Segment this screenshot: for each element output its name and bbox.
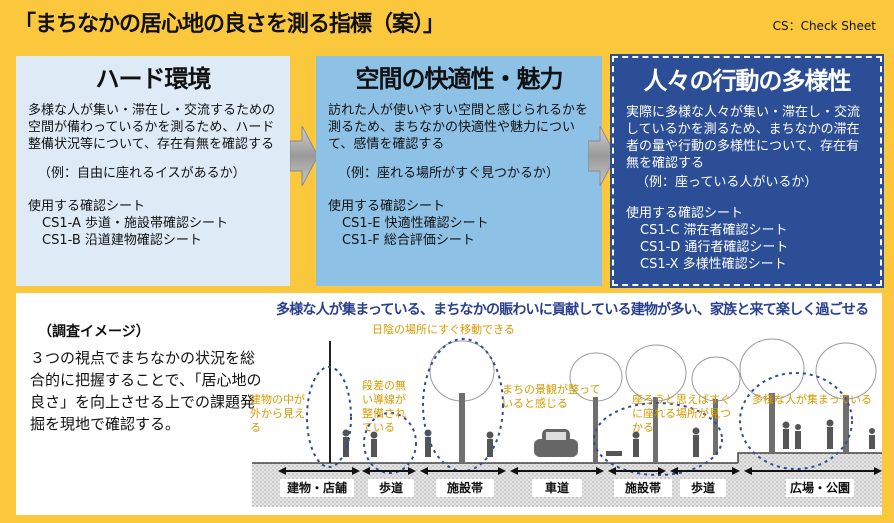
panel-description: 訪れた人が使いやすい空間と感じられるかを測るため、まちなかの快適性や魅力について… <box>328 103 589 152</box>
panel-example: （例：自由に座れるイスがあるか） <box>38 166 246 181</box>
panel-example: （例：座れる場所がすぐ見つかるか） <box>338 166 560 181</box>
note-townscape: まちの景観が整っていると感じる <box>502 383 601 410</box>
panel-sheets-label: 使用する確認シート <box>626 206 744 221</box>
sheet-item: CS1-E 快適性確認シート <box>342 216 489 231</box>
sheet-item: CS1-B 沿道建物確認シート <box>42 233 202 248</box>
panel-sheets-label: 使用する確認シート <box>328 199 446 214</box>
zone-label: 歩道 <box>680 479 726 497</box>
page-title: 「まちなかの居心地の良さを測る指標（案）」 <box>14 12 445 37</box>
panel-description: 多様な人が集い・滞在し・交流するための空間が備わっているかを測るため、ハード整備… <box>28 103 276 152</box>
right-arrow-icon <box>290 126 318 186</box>
panel-hard-environment: ハード環境 多様な人が集い・滞在し・交流するための空間が備わっているかを測るため… <box>16 56 290 286</box>
panel-behavior-diversity: 人々の行動の多様性 実際に多様な人々が集い・滞在し・交流しているかを測るため、ま… <box>610 54 884 288</box>
note-diverse-people: 多様な人が集まっている <box>752 393 873 406</box>
panel-description: 実際に多様な人々が集い・滞在し・交流しているかを測るため、まちなかの滞在者の量や… <box>626 105 861 171</box>
panel-sheets-label: 使用する確認シート <box>28 199 146 214</box>
survey-image-area: 多様な人が集まっている、まちなかの賑わいに貢献している建物が多い、家族と来て楽し… <box>16 293 882 515</box>
zone-label: 歩道 <box>368 479 414 497</box>
cs-label: CS：Check Sheet <box>772 19 876 33</box>
panel-example: （例：座っている人がいるか） <box>636 175 818 190</box>
sheet-item: CS1-A 歩道・施設帯確認シート <box>42 216 229 231</box>
zone-label: 車道 <box>532 479 582 497</box>
sheet-item: CS1-X 多様性確認シート <box>640 257 787 272</box>
note-seating: 座ろうと思えばすぐに座れる場所が見つかる <box>632 393 731 434</box>
zone-label: 建物・店舗 <box>280 479 354 497</box>
panel-heading: 人々の行動の多様性 <box>643 67 852 95</box>
note-barrier-free: 段差の無い導線が整備されている <box>362 379 406 434</box>
panel-space-comfort: 空間の快適性・魅力 訪れた人が使いやすい空間と感じられるかを測るため、まちなかの… <box>316 56 602 286</box>
note-shade: 日陰の場所にすぐ移動できる <box>372 323 515 336</box>
survey-description: ３つの視点でまちなかの状況を総合的に把握することで、「居心地の良さ」を向上させる… <box>30 349 262 433</box>
zone-label: 広場・公園 <box>786 479 854 497</box>
panel-heading: 空間の快適性・魅力 <box>355 65 564 93</box>
zone-label: 施設帯 <box>614 479 672 497</box>
right-arrow-icon <box>588 126 616 186</box>
sheet-item: CS1-F 総合評価シート <box>342 233 475 248</box>
note-building-visibility: 建物の中が外から見える <box>250 393 305 434</box>
sheet-item: CS1-D 通行者確認シート <box>640 240 789 255</box>
scene-heading: 多様な人が集まっている、まちなかの賑わいに貢献している建物が多い、家族と来て楽し… <box>276 302 869 318</box>
survey-title: （調査イメージ） <box>38 324 150 340</box>
street-illustration <box>252 338 882 507</box>
sheet-item: CS1-C 滞在者確認シート <box>640 223 788 238</box>
zone-label: 施設帯 <box>436 479 494 497</box>
panel-heading: ハード環境 <box>95 65 212 93</box>
